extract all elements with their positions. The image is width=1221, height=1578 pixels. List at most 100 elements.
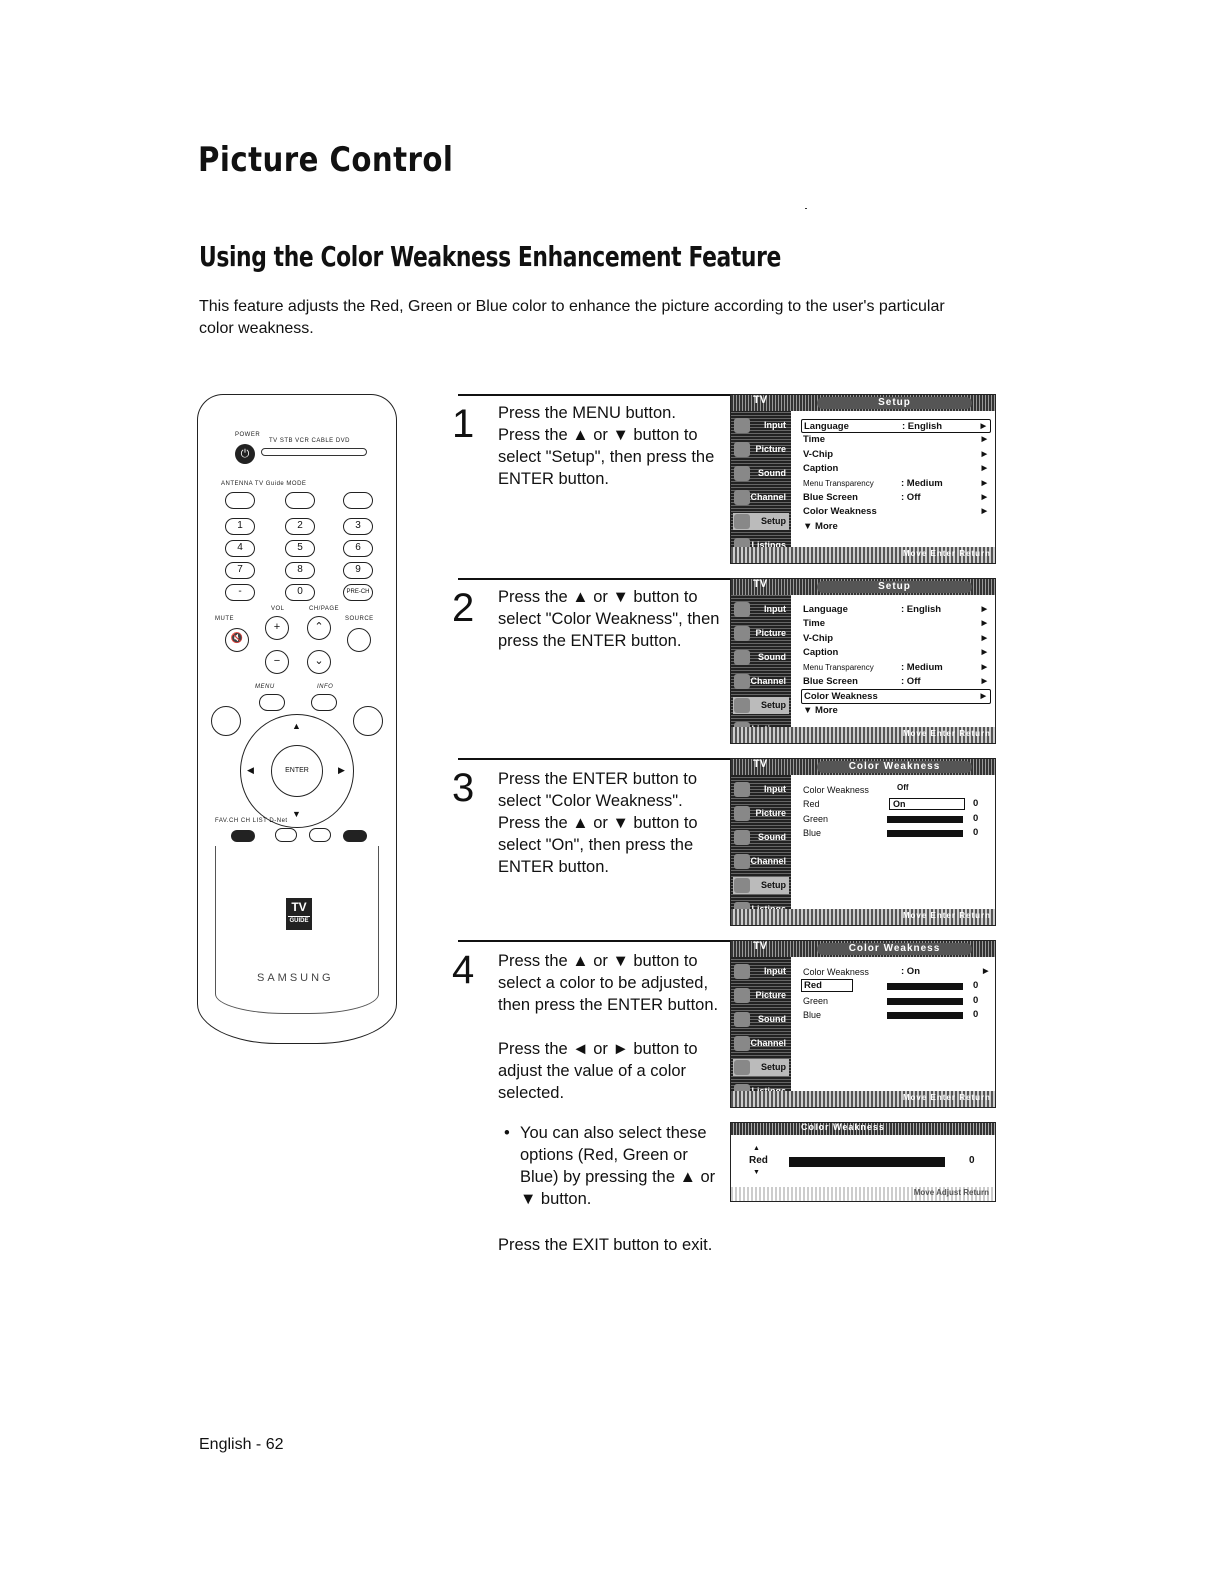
osd-menu-title: Color Weakness (817, 761, 972, 773)
blue-level-bar (887, 1012, 963, 1020)
input-icon (734, 782, 750, 797)
osd-sidebar-sound: Sound (733, 465, 789, 482)
brand-logo: SAMSUNG (257, 972, 334, 984)
sound-icon (734, 830, 750, 845)
step-number: 2 (452, 586, 475, 630)
input-icon (734, 964, 750, 979)
source-button-icon (347, 628, 371, 652)
step-number: 1 (452, 402, 475, 446)
sound-icon (734, 1012, 750, 1027)
mute-icon: 🔇 (225, 628, 249, 652)
osd-hint-bar: Move Enter Return (731, 727, 995, 743)
osd-sidebar-picture: Picture (733, 805, 789, 822)
input-icon (734, 418, 750, 433)
blue-level-bar (887, 830, 963, 838)
arrow-right-icon: ▶ (981, 620, 987, 628)
setup-icon (734, 878, 750, 893)
digit-key: 5 (285, 540, 315, 557)
red-selected-box: Red (801, 979, 853, 993)
arrow-right-icon: ▶ (983, 968, 989, 975)
arrow-right-icon: ▶ (981, 436, 987, 444)
osd-row-blue-screen: Blue Screen: Off▶ (801, 675, 991, 689)
arrow-right-icon: ▶ (981, 606, 987, 613)
vol-label: VOL (271, 606, 285, 612)
picture-icon (734, 988, 750, 1003)
menu-key (259, 694, 285, 711)
osd-row-time: Time▶ (801, 433, 991, 447)
osd-row-more: ▼ More (803, 520, 838, 532)
ch-up-icon: ⌃ (307, 616, 331, 640)
source-label: SOURCE (345, 616, 374, 622)
channel-icon (734, 490, 750, 505)
osd-setup-menu-color-weakness: TV Setup Input Picture Sound Channel Set… (730, 578, 996, 744)
arrow-right-icon: ▶ (981, 450, 987, 458)
extra-key (343, 830, 367, 842)
channel-icon (734, 1036, 750, 1051)
arrow-right-icon: ▶ (981, 663, 987, 671)
sound-icon (734, 650, 750, 665)
osd-sidebar-picture: Picture (733, 625, 789, 642)
step-instruction: Press the ENTER button to select "Color … (498, 770, 698, 876)
tvguide-key (285, 492, 315, 509)
step-number: 3 (452, 766, 475, 810)
info-label: INFO (317, 684, 334, 690)
osd-row-blue-screen: Blue Screen: Off▶ (801, 491, 991, 505)
osd-sidebar: Input Picture Sound Channel Setup Listin… (731, 595, 791, 737)
red-level-bar (887, 983, 963, 991)
digit-key: 7 (225, 562, 255, 579)
prech-key: PRE-CH (343, 584, 373, 601)
osd-row-language: Language: English▶ (801, 603, 991, 617)
menu-label: MENU (255, 684, 275, 690)
on-option-box: On (889, 798, 965, 811)
channel-icon (734, 854, 750, 869)
digit-key: 6 (343, 540, 373, 557)
setup-icon (734, 698, 750, 713)
osd-hint-bar: Move Enter Return (731, 547, 995, 563)
osd-row-vchip: V-Chip▶ (801, 448, 991, 462)
osd-hint-bar: Move Enter Return (731, 909, 995, 925)
power-label: POWER (235, 432, 261, 438)
mute-label: MUTE (215, 616, 234, 622)
osd-setup-menu: TV Setup Input Picture Sound Channel Set… (730, 394, 996, 564)
ch-label: CH/PAGE (309, 606, 340, 612)
arrow-right-icon: ▶ (981, 649, 987, 657)
left-arrow-icon: ◀ (247, 765, 254, 775)
osd-sidebar: Input Picture Sound Channel Setup Listin… (731, 957, 791, 1099)
osd-setup-list: Language: English▶ Time▶ V-Chip▶ Caption… (801, 603, 991, 718)
osd-hint-bar: Move Enter Return (731, 1091, 995, 1107)
digit-key: 3 (343, 518, 373, 535)
antenna-key (225, 492, 255, 509)
osd-sidebar-setup: Setup (733, 513, 789, 530)
osd-sidebar-input: Input (733, 601, 789, 618)
page-title: Picture Control (198, 140, 454, 180)
osd-row-color-weakness: Color Weakness▶ (801, 505, 991, 519)
arrow-right-icon: ▶ (981, 634, 987, 642)
osd-sidebar-setup: Setup (733, 877, 789, 894)
picture-icon (734, 626, 750, 641)
setup-icon (734, 514, 750, 529)
osd-sidebar-input: Input (733, 963, 789, 980)
arrow-right-icon: ▶ (981, 493, 987, 501)
picture-icon (734, 806, 750, 821)
osd-sidebar-picture: Picture (733, 441, 789, 458)
right-arrow-icon: ▶ (338, 765, 345, 775)
ch-down-icon: ⌄ (307, 650, 331, 674)
exit-note: Press the EXIT button to exit. (498, 1236, 713, 1254)
osd-sidebar-setup: Setup (733, 1059, 789, 1076)
green-level-bar (887, 997, 963, 1005)
osd-row-vchip: V-Chip▶ (801, 632, 991, 646)
mode-key (343, 492, 373, 509)
step-instruction: Press the ▲ or ▼ button to select a colo… (498, 952, 719, 1014)
picture-icon (734, 442, 750, 457)
power-icon: ⏻ (235, 444, 255, 464)
fav-ch-key (231, 830, 255, 842)
osd-sidebar-setup: Setup (733, 697, 789, 714)
arrow-right-icon: ▶ (981, 479, 987, 487)
digit-key: 4 (225, 540, 255, 557)
digit-key: 0 (285, 584, 315, 601)
